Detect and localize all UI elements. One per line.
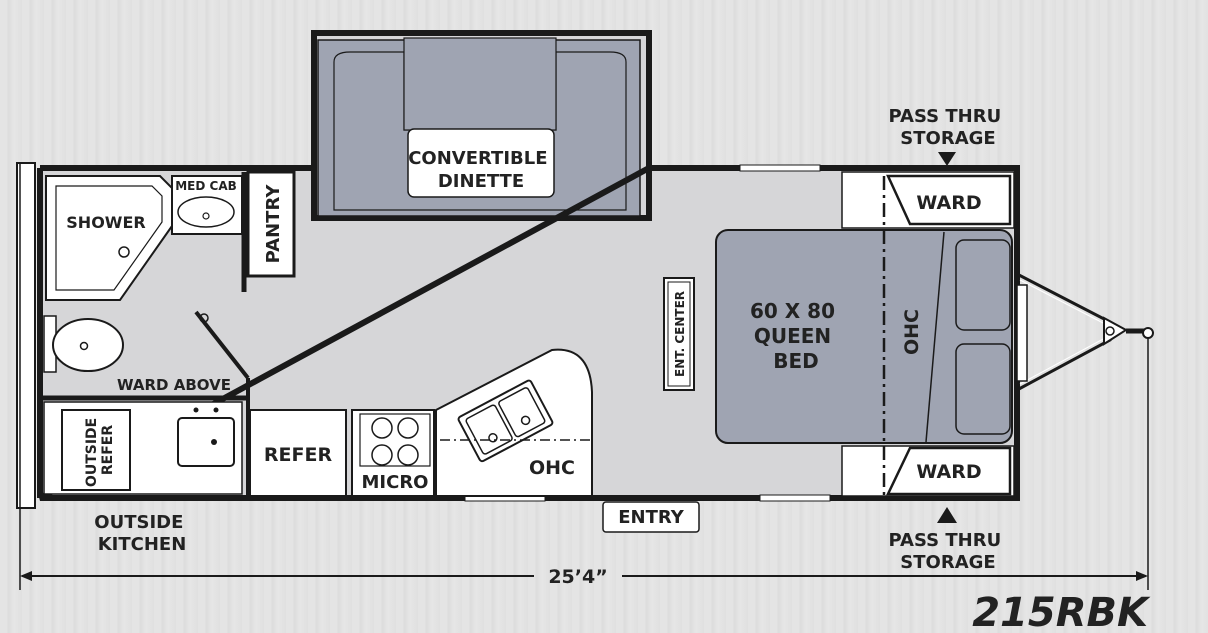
entry-label: ENTRY (618, 507, 685, 528)
a-frame-highlight (1019, 279, 1106, 385)
pantry-cabinet (246, 170, 296, 278)
bed-label: 60 X 80 QUEEN BED (750, 299, 842, 373)
ohc-kitchen-label: OHC (529, 457, 575, 479)
cooktop (359, 413, 431, 467)
refer-label: REFER (264, 444, 333, 466)
sink-drain-icon (202, 212, 210, 220)
convertible-dinette-label: CONVERTIBLE DINETTE (408, 148, 554, 192)
refer-box (249, 409, 347, 497)
hitch-jack (1103, 316, 1128, 346)
arrow-right-icon (1136, 571, 1148, 581)
dinette-table (407, 128, 555, 198)
outside-refer-label: OUTSIDE REFER (84, 413, 116, 487)
outside-sink-icon (177, 417, 235, 467)
ward-above-label: WARD ABOVE (117, 376, 231, 394)
model-number: 215RBK (972, 590, 1151, 633)
bathroom-door (194, 310, 250, 380)
burner-icon (371, 417, 393, 439)
ent-center-inner (667, 281, 691, 387)
ward-bottom-label: WARD (916, 461, 981, 483)
faucet-knob-icon (193, 407, 199, 413)
pillow-bottom (955, 343, 1011, 435)
window-bottom-right (759, 494, 831, 502)
stove-micro-box (351, 409, 435, 497)
shower-drain-icon (118, 246, 130, 258)
a-frame-hitch (1016, 272, 1112, 392)
arrow-up-icon (937, 507, 957, 523)
ward-bottom-door (886, 446, 1012, 496)
shower-pan (55, 185, 163, 291)
entry-step (602, 501, 700, 533)
dinette-backrest (403, 37, 557, 131)
ent-center-label: ENT. CENTER (673, 291, 687, 377)
pillow-top (955, 239, 1011, 331)
outside-sink-drain-icon (211, 439, 217, 445)
rear-bumper (16, 162, 36, 509)
toilet-bowl-icon (79, 341, 89, 351)
queen-bed (715, 229, 1013, 444)
burner-icon (397, 444, 419, 466)
door-knob-icon (199, 313, 209, 323)
pantry-label: PANTRY (263, 184, 284, 264)
arrow-left-icon (20, 571, 32, 581)
pass-thru-top-label: PASS THRU STORAGE (889, 106, 1008, 149)
micro-label: MICRO (362, 472, 429, 493)
shower-label: SHOWER (66, 213, 145, 232)
outer-walls (37, 165, 1020, 501)
bed-fold-line (925, 231, 945, 443)
burner-icon (371, 444, 393, 466)
pass-thru-bottom-label: PASS THRU STORAGE (889, 530, 1008, 573)
med-cab-label: MED CAB (175, 179, 237, 193)
arrow-down-icon (938, 152, 956, 166)
jack-icon (1105, 326, 1115, 336)
outside-refer-box (61, 409, 131, 491)
faucet-knob-icon (213, 407, 219, 413)
bathroom-sink-icon (177, 196, 235, 228)
ent-center-box (663, 277, 695, 391)
propane-box (1016, 284, 1028, 382)
window-top (739, 164, 821, 172)
burner-icon (397, 417, 419, 439)
hitch-coupler-icon (1142, 327, 1154, 339)
bathroom-vanity (171, 175, 243, 235)
ohc-bed-label: OHC (901, 309, 923, 355)
ward-top-label: WARD (916, 192, 981, 214)
length-dimension-label: 25’4” (548, 566, 607, 588)
outside-kitchen-label: OUTSIDE KITCHEN (94, 512, 189, 555)
ward-top-door (886, 174, 1012, 226)
